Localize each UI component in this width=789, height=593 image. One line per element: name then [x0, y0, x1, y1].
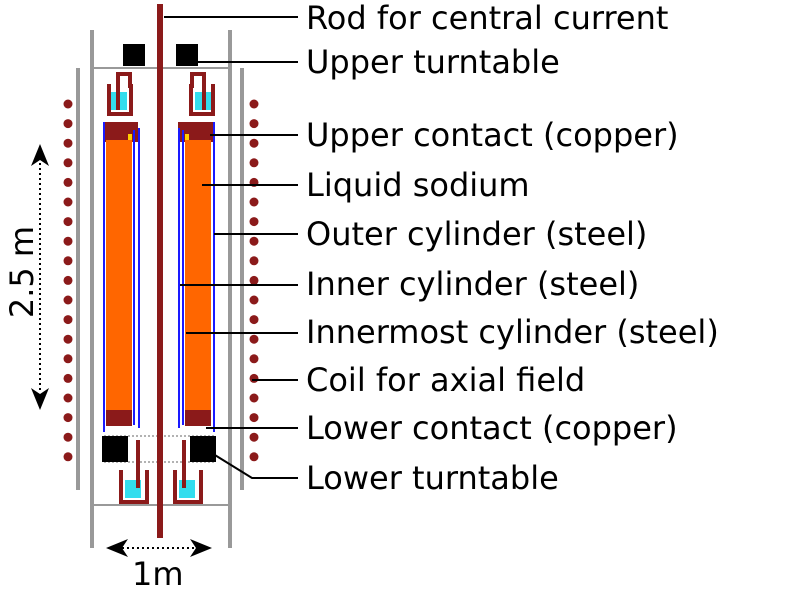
- label-coil: Coil for axial field: [306, 361, 586, 399]
- coil-winding: [63, 393, 73, 403]
- coil-winding: [249, 119, 259, 129]
- coil-winding: [249, 334, 259, 344]
- liquid-sodium: [106, 140, 211, 410]
- coil-winding: [63, 236, 73, 246]
- label-outer-cylinder: Outer cylinder (steel): [306, 215, 648, 253]
- label-upper-contact: Upper contact (copper): [306, 116, 679, 154]
- label-innermost-cylinder: Innermost cylinder (steel): [306, 313, 719, 351]
- label-lower-turntable: Lower turntable: [306, 459, 559, 497]
- coil-winding: [249, 275, 259, 285]
- coil-winding: [63, 432, 73, 442]
- coil-winding: [63, 138, 73, 148]
- coil-winding: [63, 334, 73, 344]
- coil-windings-left: [63, 99, 73, 462]
- coil-winding: [249, 256, 259, 266]
- coil-winding: [63, 275, 73, 285]
- contact-highlight: [128, 134, 189, 140]
- coil-winding: [249, 373, 259, 383]
- label-lower-contact: Lower contact (copper): [306, 409, 678, 447]
- coil-winding: [249, 413, 259, 423]
- lower-contact: [106, 410, 211, 426]
- coil-winding: [249, 236, 259, 246]
- coil-winding: [249, 452, 259, 462]
- lower-seal-left: [119, 440, 149, 504]
- coil-winding: [63, 99, 73, 109]
- upper-seal-right: [189, 72, 215, 116]
- coil-winding: [63, 295, 73, 305]
- coil-winding: [249, 217, 259, 227]
- coil-winding: [249, 99, 259, 109]
- coil-winding: [249, 295, 259, 305]
- coil-winding: [249, 138, 259, 148]
- coil-winding: [63, 217, 73, 227]
- label-rod: Rod for central current: [306, 0, 669, 37]
- width-dimension-label: 1m: [132, 555, 184, 593]
- label-upper-turntable: Upper turntable: [306, 43, 560, 81]
- coil-winding: [249, 393, 259, 403]
- coil-windings-right: [249, 99, 259, 462]
- coil-winding: [249, 354, 259, 364]
- coil-winding: [63, 158, 73, 168]
- coil-winding: [63, 177, 73, 187]
- upper-turntable: [123, 44, 198, 66]
- height-dimension-arrow: [31, 144, 49, 410]
- width-dimension-arrow: [106, 539, 212, 557]
- lower-turntable: [102, 436, 216, 462]
- innermost-cylinder: [138, 128, 180, 428]
- lower-seal-right: [173, 440, 203, 504]
- coil-winding: [63, 413, 73, 423]
- coil-winding: [63, 119, 73, 129]
- coil-winding: [249, 197, 259, 207]
- coil-winding: [249, 315, 259, 325]
- leader-lines: [164, 16, 298, 479]
- housing-frame: [76, 30, 244, 548]
- inner-cylinder: [133, 130, 184, 425]
- coil-winding: [63, 373, 73, 383]
- coil-winding: [63, 256, 73, 266]
- coil-winding: [63, 315, 73, 325]
- outer-cylinder: [103, 122, 215, 432]
- coil-winding: [249, 432, 259, 442]
- label-inner-cylinder: Inner cylinder (steel): [306, 265, 640, 303]
- coil-winding: [63, 452, 73, 462]
- coil-winding: [249, 158, 259, 168]
- upper-seal-left: [107, 72, 133, 116]
- label-liquid-sodium: Liquid sodium: [306, 166, 530, 204]
- coil-winding: [63, 197, 73, 207]
- coil-winding: [63, 354, 73, 364]
- height-dimension-label: 2.5 m: [3, 225, 41, 319]
